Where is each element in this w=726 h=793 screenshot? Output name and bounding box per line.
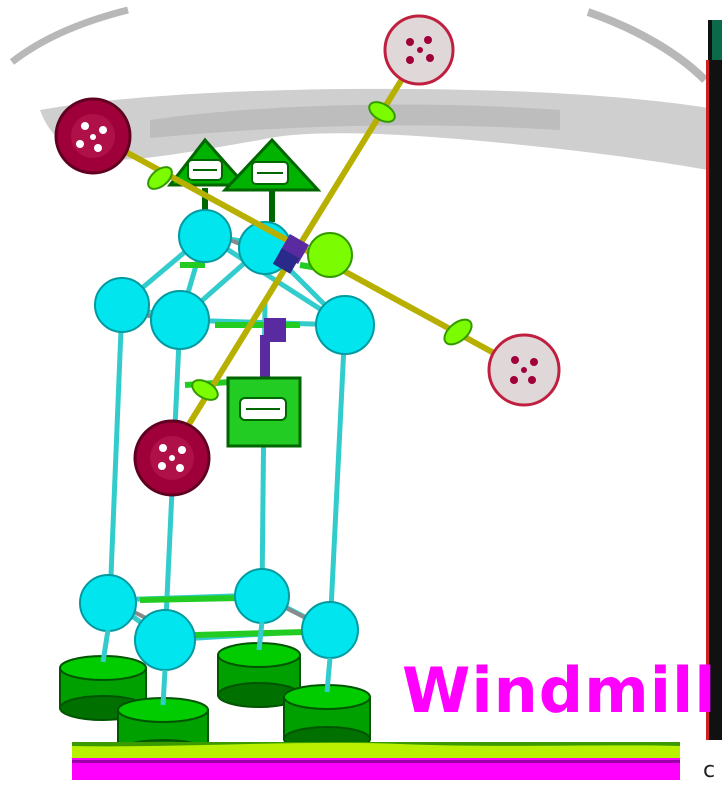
- edge-mark: c: [703, 758, 716, 783]
- foot-front-right: [283, 684, 371, 752]
- ground-strip: [72, 742, 680, 780]
- center-gear-box: [226, 335, 302, 448]
- foot-back-right: [217, 642, 301, 708]
- right-edge-bar-trim: [706, 60, 709, 740]
- sail-disc-top-right: [383, 14, 455, 86]
- roof-pyramid-right: [221, 137, 322, 192]
- sail-disc-top-left: [54, 97, 132, 175]
- tower-joints: [79, 209, 375, 671]
- dome-arc-left: [9, 6, 129, 65]
- sail-disc-bottom-left: [133, 419, 211, 497]
- feet-posts: [100, 621, 333, 706]
- sail-hub: [264, 232, 353, 342]
- windmill-title: Windmill: [402, 654, 717, 727]
- cloud-band-shadow: [150, 104, 560, 138]
- roof-pyramid-left: [166, 137, 249, 187]
- dome-arc-right: [586, 8, 708, 83]
- sail-disc-bottom-right: [487, 333, 561, 407]
- right-edge-bar: [708, 20, 722, 740]
- right-edge-bar-cap: [712, 20, 722, 60]
- axle-collars: [147, 101, 473, 401]
